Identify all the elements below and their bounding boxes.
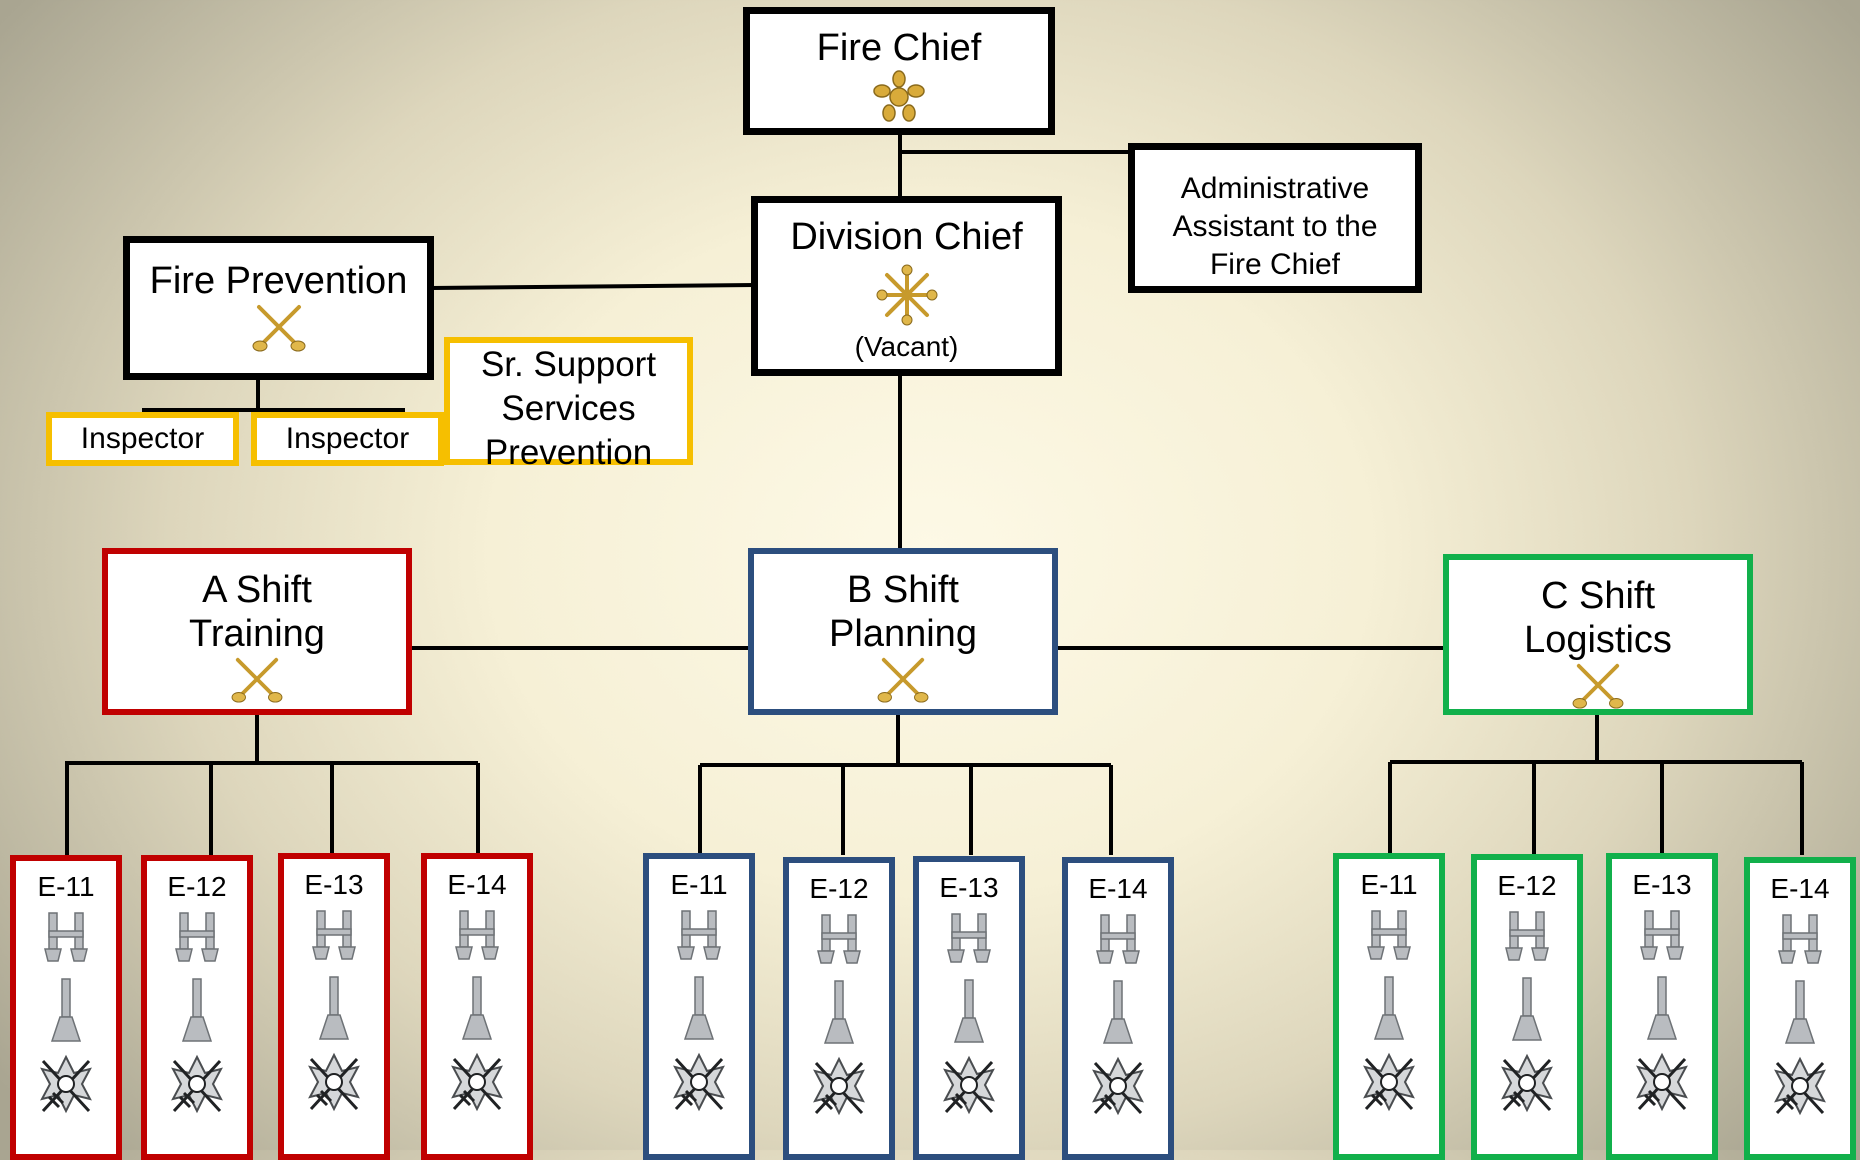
four-bugle-icon — [876, 264, 937, 326]
captain-bugles-icon — [1640, 910, 1684, 960]
firefighter-maltese-cross-icon — [673, 1052, 725, 1112]
firefighter-maltese-cross-icon — [1363, 1052, 1415, 1112]
engine-label: E-11 — [1360, 869, 1418, 900]
single-bugle-icon — [1373, 976, 1405, 1040]
captain-bugles-icon — [455, 910, 499, 960]
shift-box-a: A Shift Training — [102, 548, 412, 715]
fire-chief-title: Fire Chief — [816, 27, 982, 69]
engine-box-a-e-13: E-13 — [278, 853, 390, 1160]
inspector-box-2: Inspector — [251, 412, 444, 466]
admin-assistant-line3: Fire Chief — [1209, 248, 1341, 281]
firefighter-maltese-cross-icon — [451, 1052, 503, 1112]
single-bugle-icon — [50, 978, 82, 1042]
admin-assistant-line2: Assistant to the — [1172, 210, 1378, 243]
captain-bugles-icon — [44, 912, 88, 962]
engine-label: E-13 — [1632, 869, 1692, 900]
single-bugle-icon — [181, 978, 213, 1042]
fire-prevention-box: Fire Prevention — [123, 236, 434, 380]
captain-bugles-icon — [1505, 911, 1549, 961]
firefighter-maltese-cross-icon — [943, 1055, 995, 1115]
firefighter-maltese-cross-icon — [813, 1056, 865, 1116]
captain-bugles-icon — [175, 912, 219, 962]
inspector-label: Inspector — [285, 422, 410, 455]
firefighter-maltese-cross-icon — [171, 1054, 223, 1114]
firefighter-maltese-cross-icon — [1774, 1056, 1826, 1116]
shift-b-line1: B Shift — [847, 569, 959, 611]
captain-bugles-icon — [312, 910, 356, 960]
fire-prevention-title: Fire Prevention — [149, 260, 408, 302]
engine-box-b-e-12: E-12 — [783, 857, 895, 1160]
engine-box-c-e-12: E-12 — [1471, 854, 1583, 1160]
division-chief-title: Division Chief — [790, 216, 1023, 258]
engine-box-b-e-13: E-13 — [913, 856, 1025, 1160]
admin-assistant-box: Administrative Assistant to the Fire Chi… — [1128, 143, 1422, 293]
firefighter-maltese-cross-icon — [308, 1052, 360, 1112]
inspector-box-1: Inspector — [46, 412, 239, 466]
shift-b-line2: Planning — [829, 613, 977, 655]
sr-support-line1: Sr. Support — [480, 345, 657, 384]
sr-support-line2: Services — [501, 389, 636, 428]
single-bugle-icon — [461, 976, 493, 1040]
firefighter-maltese-cross-icon — [1636, 1052, 1688, 1112]
captain-bugles-icon — [817, 914, 861, 964]
sr-support-line3: Prevention — [484, 433, 653, 472]
captain-bugles-icon — [1096, 914, 1140, 964]
engine-label: E-14 — [1770, 873, 1830, 904]
two-bugle-icon — [1572, 663, 1624, 709]
admin-assistant-line1: Administrative — [1180, 172, 1370, 205]
engine-label: E-14 — [1088, 873, 1148, 904]
single-bugle-icon — [1646, 976, 1678, 1040]
engine-box-b-e-14: E-14 — [1062, 857, 1174, 1160]
engine-box-c-e-14: E-14 — [1744, 857, 1856, 1160]
single-bugle-icon — [953, 979, 985, 1043]
inspector-label: Inspector — [80, 422, 205, 455]
engine-label: E-13 — [939, 872, 999, 903]
captain-bugles-icon — [1778, 914, 1822, 964]
shift-box-b: B Shift Planning — [748, 548, 1058, 715]
firefighter-maltese-cross-icon — [40, 1054, 92, 1114]
engine-label: E-12 — [1497, 870, 1557, 901]
captain-bugles-icon — [1367, 910, 1411, 960]
engine-label: E-12 — [809, 873, 869, 904]
engine-box-a-e-12: E-12 — [141, 855, 253, 1160]
shift-c-line2: Logistics — [1524, 619, 1672, 661]
single-bugle-icon — [318, 976, 350, 1040]
captain-bugles-icon — [947, 913, 991, 963]
engine-label: E-11 — [670, 869, 728, 900]
shift-box-c: C Shift Logistics — [1443, 554, 1753, 715]
engine-label: E-12 — [167, 871, 227, 902]
single-bugle-icon — [823, 980, 855, 1044]
single-bugle-icon — [683, 976, 715, 1040]
two-bugle-icon — [252, 305, 305, 352]
single-bugle-icon — [1511, 977, 1543, 1041]
firefighter-maltese-cross-icon — [1092, 1056, 1144, 1116]
single-bugle-icon — [1784, 980, 1816, 1044]
captain-bugles-icon — [677, 910, 721, 960]
engine-box-a-e-11: E-11 — [10, 855, 122, 1160]
engine-box-a-e-14: E-14 — [421, 853, 533, 1160]
two-bugle-icon — [877, 657, 929, 703]
five-bugle-icon — [873, 70, 925, 122]
engine-box-c-e-11: E-11 — [1333, 853, 1445, 1160]
engine-box-c-e-13: E-13 — [1606, 853, 1718, 1160]
single-bugle-icon — [1102, 980, 1134, 1044]
engine-label: E-11 — [37, 871, 95, 902]
fire-chief-box: Fire Chief — [743, 7, 1055, 135]
engine-label: E-13 — [304, 869, 364, 900]
two-bugle-icon — [231, 657, 283, 703]
division-chief-box: Division Chief (Vacant) — [751, 196, 1062, 376]
division-chief-status: (Vacant) — [854, 331, 959, 362]
shift-a-line1: A Shift — [202, 569, 312, 611]
sr-support-box: Sr. Support Services Prevention — [444, 337, 693, 472]
engine-label: E-14 — [447, 869, 507, 900]
engine-box-b-e-11: E-11 — [643, 853, 755, 1160]
shift-c-line1: C Shift — [1540, 575, 1656, 617]
firefighter-maltese-cross-icon — [1501, 1053, 1553, 1113]
shift-a-line2: Training — [189, 613, 325, 655]
